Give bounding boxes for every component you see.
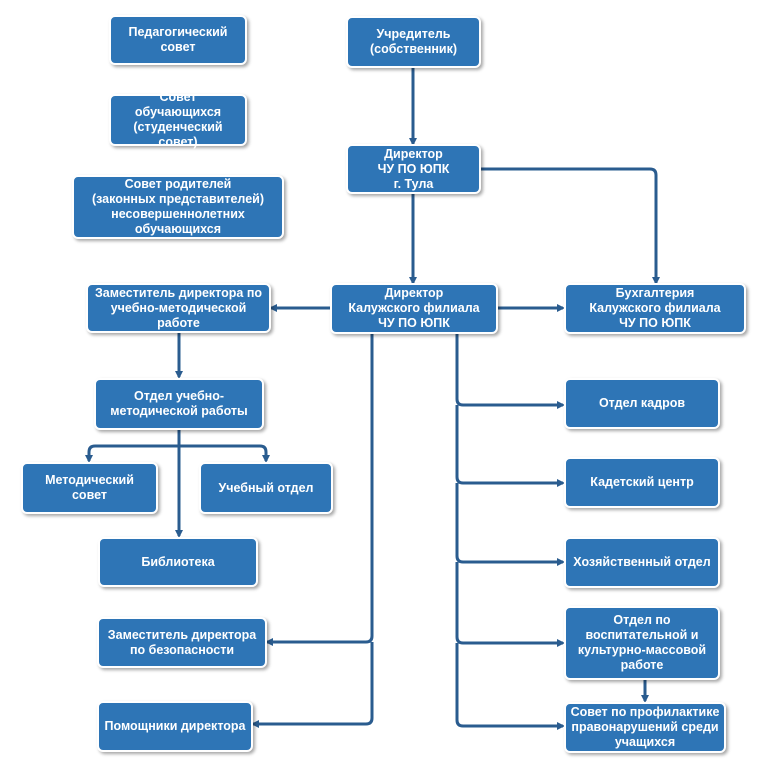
arrow-kaluga-to-assistants — [251, 642, 374, 728]
library-box: Библиотека — [98, 537, 258, 587]
prevention-box: Совет по профилактике правонарушений сре… — [564, 702, 726, 753]
cadet-box: Кадетский центр — [564, 457, 720, 508]
study-dept-box: Учебный отдел — [199, 462, 333, 514]
founder-box: Учредитель (собственник) — [346, 16, 481, 68]
method-council-box: Методический совет — [21, 462, 158, 514]
arrow-kaluga-to-prevention — [455, 643, 565, 730]
household-box: Хозяйственный отдел — [564, 537, 720, 588]
arrow-kaluga-to-education-culture — [455, 562, 565, 647]
arrow-kaluga-to-cadet — [455, 405, 565, 487]
edu-method-dept-box: Отдел учебно- методической работы — [94, 378, 264, 430]
parent-council-box: Совет родителей (законных представителей… — [72, 175, 284, 239]
director-tula-box: Директор ЧУ ПО ЮПК г. Тула — [346, 144, 481, 194]
arrow-edu-dept-to-method-council — [85, 430, 181, 463]
deputy-security-box: Заместитель директора по безопасности — [97, 617, 267, 668]
student-council-box: Совет обучающихся (студенческий совет) — [109, 90, 247, 149]
hr-box: Отдел кадров — [564, 378, 720, 429]
arrow-kaluga-to-hr — [455, 333, 565, 409]
assistants-box: Помощники директора — [97, 701, 253, 752]
education-culture-box: Отдел по воспитательной и культурно-масс… — [564, 606, 720, 680]
arrow-director-tula-to-accounting — [481, 167, 660, 285]
deputy-edu-box: Заместитель директора по учебно-методиче… — [86, 283, 271, 333]
arrow-kaluga-to-household — [455, 483, 565, 566]
arrow-edu-dept-to-study-dept — [179, 444, 270, 463]
director-kaluga-box: Директор Калужского филиала ЧУ ПО ЮПК — [330, 283, 498, 334]
arrow-kaluga-to-deputy-security — [265, 333, 374, 646]
ped-council-box: Педагогический совет — [109, 15, 247, 65]
accounting-box: Бухгалтерия Калужского филиала ЧУ ПО ЮПК — [564, 283, 746, 334]
